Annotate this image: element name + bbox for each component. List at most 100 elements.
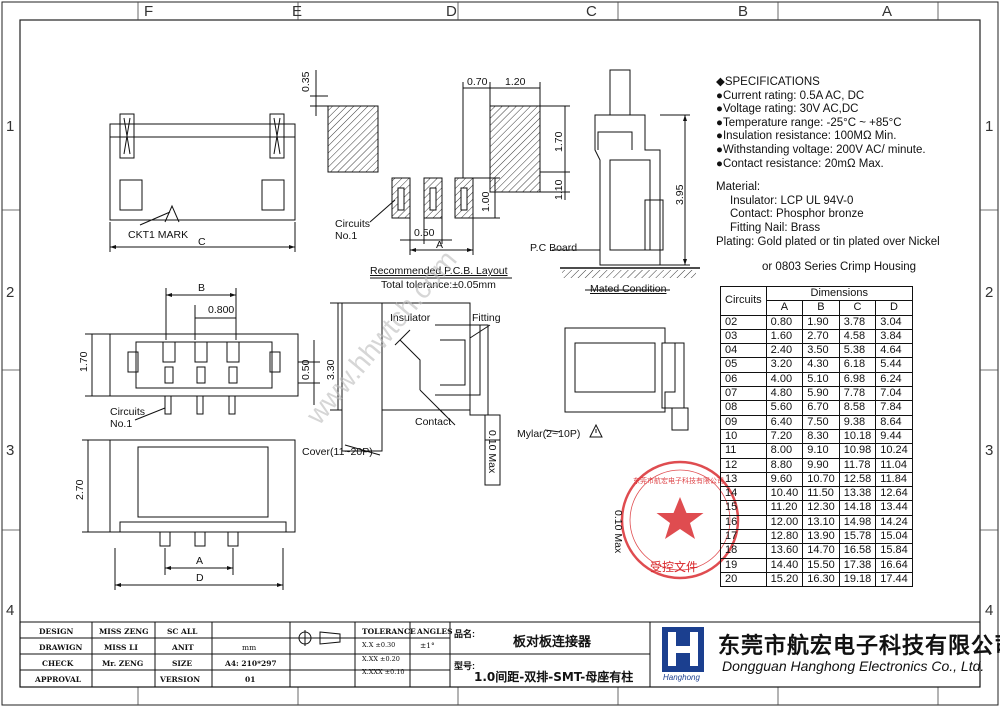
angles-label: ANGLES [417,627,453,636]
dimension-cell: 3.78 [838,314,877,330]
dimension-cell: 6.18 [838,357,877,373]
dimension-cell: 2.40 [765,343,804,359]
dimension-cell: 14.98 [838,514,877,531]
zone-letter: C [586,3,597,20]
drawing-name: MISS LI [104,643,138,652]
dimension-cell: 4.58 [838,328,877,345]
check-name: Mr. ZENG [102,659,144,668]
dimension-cell: 16.64 [875,557,913,573]
circuits-no1-label: Circuits No.1 [110,406,146,430]
material-heading: Material: [716,181,761,194]
ckt1-mark-label: CKT1 MARK [128,229,189,241]
dimension-cell: 8.00 [765,443,804,459]
zone-letter: D [446,3,457,20]
insulator-label: Insulator [390,312,431,324]
tolerance-x: X.X ±0.30 [362,641,396,649]
dimension-cell: 13.60 [765,543,804,559]
dimension-cell: 14.70 [802,543,840,559]
material-line: Fitting Nail: Brass [730,221,821,234]
tolerance-xx: X.XX ±0.20 [362,655,400,663]
version-value: 01 [245,675,256,684]
dimension-cell: 10.40 [765,486,804,502]
spec-line: ●Withstanding voltage: 200V AC/ minute. [716,143,926,156]
circuits-cell: 13 [720,471,767,488]
table-header-dimensions: Dimensions [765,285,913,302]
specifications-block: ◆SPECIFICATIONS ●Current rating: 0.5A AC… [716,76,940,275]
dim-b-label: B [198,282,206,294]
zone-number: 3 [985,442,994,459]
zone-letter: E [292,3,303,20]
contact-label: Contact [415,416,452,428]
dimension-cell: 1.90 [802,314,840,330]
company-logo [662,627,704,672]
dimension-cell: 11.78 [838,457,877,473]
stamp-text: 东莞市航宏电子科技有限公司 [633,478,724,485]
product-label: 品名: [454,629,475,639]
dimension-cell: 16.30 [802,571,840,588]
design-name: MISS ZENG [99,627,149,636]
company-name-en: Dongguan Hanghong Electronics Co., Ltd. [722,658,985,674]
dimension-cell: 8.80 [765,457,804,473]
check-label: CHECK [42,659,74,668]
dimension-cell: 14.24 [875,514,913,531]
circuits-cell: 14 [720,486,767,502]
dimension-cell: 7.84 [875,400,913,416]
stamp-label: 受控文件 [650,560,699,574]
size-label: SIZE [172,659,193,668]
zone-number: 2 [985,284,994,301]
dimension-cell: 10.24 [875,443,913,459]
dim-0800: 0.800 [208,304,235,316]
pcb-layout-title: Recommended P.C.B. Layout [370,265,508,277]
dimension-cell: 8.30 [802,428,840,445]
dimension-cell: 19.18 [838,571,877,588]
dimension-cell: 6.24 [875,371,913,388]
zone-number: 4 [985,602,994,619]
mylar-label: Mylar(2~10P) [517,428,581,440]
dimension-cell: 17.44 [875,571,913,588]
dim-a-label: A [436,239,444,251]
dimension-cell: 10.18 [838,428,877,445]
zone-number: 1 [985,118,994,135]
dimension-cell: 12.30 [802,500,840,516]
dimension-cell: 14.40 [765,557,804,573]
dimension-cell: 3.84 [875,328,913,345]
spec-line: ●Contact resistance: 20mΩ Max. [716,157,884,170]
dimension-cell: 0.80 [765,314,804,330]
design-label: DESIGN [39,627,74,636]
dimension-cell: 13.90 [802,529,840,545]
dimension-cell: 7.04 [875,386,913,402]
dim-d-label: D [196,572,204,584]
dimension-cell: 4.64 [875,343,913,359]
dimension-cell: 3.20 [765,357,804,373]
dimension-cell: 6.98 [838,371,877,388]
dimension-cell: 7.50 [802,414,840,430]
zone-number: 4 [6,602,15,619]
model-name: 1.0间距-双排-SMT-母座有柱 [474,670,634,684]
crimp-housing-line: or 0803 Series Crimp Housing [762,261,917,274]
spec-line: ●Voltage rating: 30V AC,DC [716,103,859,116]
unit-value: mm [242,643,257,652]
plating-line: Plating: Gold plated or tin plated over … [716,235,940,248]
dimension-cell: 5.60 [765,400,804,416]
dimension-cell: 12.00 [765,514,804,531]
dimension-cell: 2.70 [802,328,840,345]
pcb-tolerance-note: Total tolerance:±0.05mm [381,279,496,291]
dimension-cell: 10.70 [802,471,840,488]
angle-value: ±1° [420,641,435,650]
product-name: 板对板连接器 [513,635,592,650]
dimension-cell: 3.04 [875,314,913,330]
